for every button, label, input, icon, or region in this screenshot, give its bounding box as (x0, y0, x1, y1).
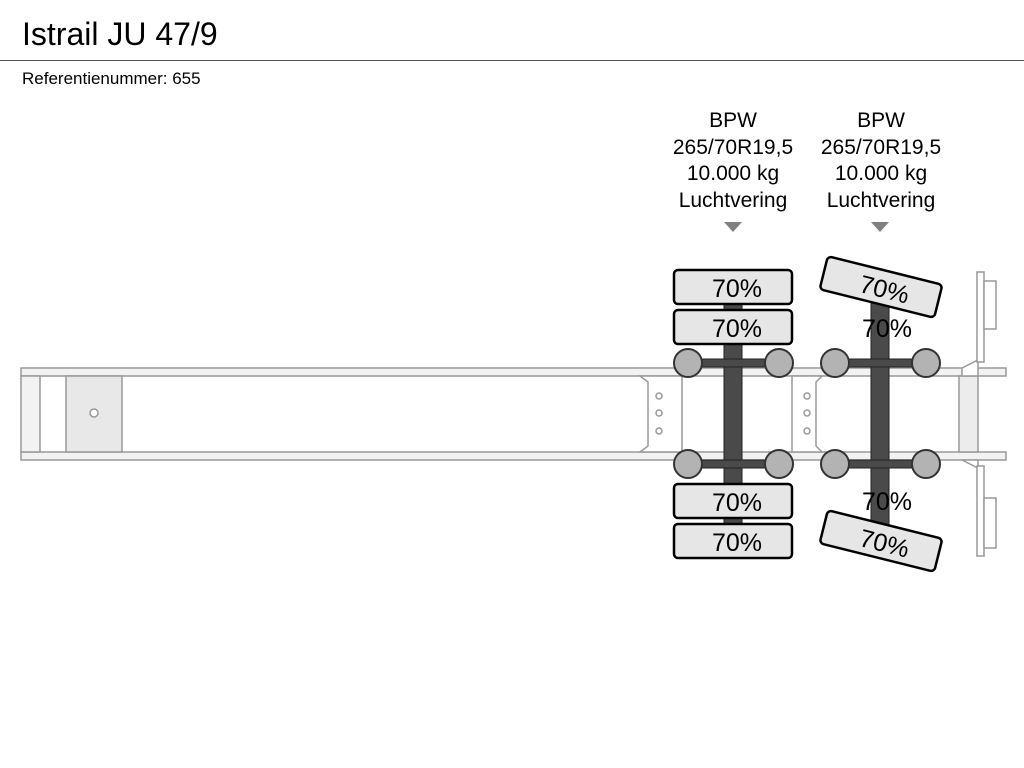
frame-bolt (655, 392, 663, 400)
axle-1-hub-top-left (673, 348, 703, 378)
reference-number: Referentienummer: 655 (22, 69, 201, 88)
landing-gear (976, 271, 997, 557)
axle-2-hub-bottom-left (820, 449, 850, 479)
page-title: Istrail JU 47/9 (22, 16, 218, 52)
axle-1-tire-bottom-outer: 70% (672, 522, 794, 560)
frame-top-rail (20, 367, 1007, 377)
axle-2-capacity: 10.000 kg (834, 162, 928, 185)
tire-tread-label: 70% (712, 275, 762, 303)
frame-bottom-rail (20, 451, 1007, 461)
axle-2-marker-icon (871, 222, 889, 232)
tire-tread-label: 70% (712, 529, 762, 557)
axle-1-marker-icon (724, 222, 742, 232)
axle-1-hub-bottom-left (673, 449, 703, 479)
axle-1-tire-top-outer: 70% (672, 268, 794, 306)
axle-1-brand: BPW (709, 109, 757, 132)
axle-2-tire-size: 265/70R19,5 (820, 135, 942, 159)
front-bracket-bottom (961, 459, 979, 470)
axle-1-tire-bottom-inner: 70% (672, 482, 794, 520)
axle-2: 70% 70% 70% 70% (819, 255, 943, 573)
chassis-frame (20, 358, 1007, 470)
axle-2-info: BPW 265/70R19,5 10.000 kg Luchtvering (806, 108, 956, 214)
axle-1-tire-size: 265/70R19,5 (672, 135, 794, 159)
landing-leg-bottom (976, 465, 985, 557)
frame-rear-end (20, 375, 41, 453)
frame-front-bulkhead (958, 375, 979, 453)
frame-bolt (803, 392, 811, 400)
axle-1-tire-top-inner: 70% (672, 308, 794, 346)
axle-2-hub-top-right (911, 348, 941, 378)
axle-2-suspension: Luchtvering (826, 188, 936, 212)
frame-bolt (655, 427, 663, 435)
frame-bolt (803, 409, 811, 417)
axle-1-hub-top-right (764, 348, 794, 378)
landing-foot-bottom (983, 497, 997, 549)
axle-1-info: BPW 265/70R19,5 10.000 kg Luchtvering (658, 108, 808, 214)
tire-tread-label: 70% (712, 489, 762, 517)
axle-1-suspension: Luchtvering (678, 188, 788, 212)
axle-1-hub-bottom-right (764, 449, 794, 479)
axle-2-hub-bottom-right (911, 449, 941, 479)
axle-1: 70% 70% 70% 70% (672, 268, 794, 560)
axle-2-hub-top-left (820, 348, 850, 378)
axle-2-tire-bottom-inner: 70% (862, 488, 912, 516)
tire-tread-label: 70% (862, 488, 912, 516)
axle-2-brand: BPW (857, 109, 905, 132)
axle-2-tire-top-outer: 70% (819, 255, 943, 319)
front-bracket-top (961, 358, 979, 377)
frame-bolt (803, 427, 811, 435)
frame-bolt (655, 409, 663, 417)
tire-tread-label: 70% (712, 315, 762, 343)
axle-2-tire-top-inner: 70% (862, 315, 912, 343)
title-divider (0, 60, 1024, 61)
frame-rear-bolt (89, 408, 99, 418)
axle-1-capacity: 10.000 kg (686, 162, 780, 185)
landing-foot-top (983, 280, 997, 330)
tire-tread-label: 70% (862, 315, 912, 343)
landing-leg-top (976, 271, 985, 363)
